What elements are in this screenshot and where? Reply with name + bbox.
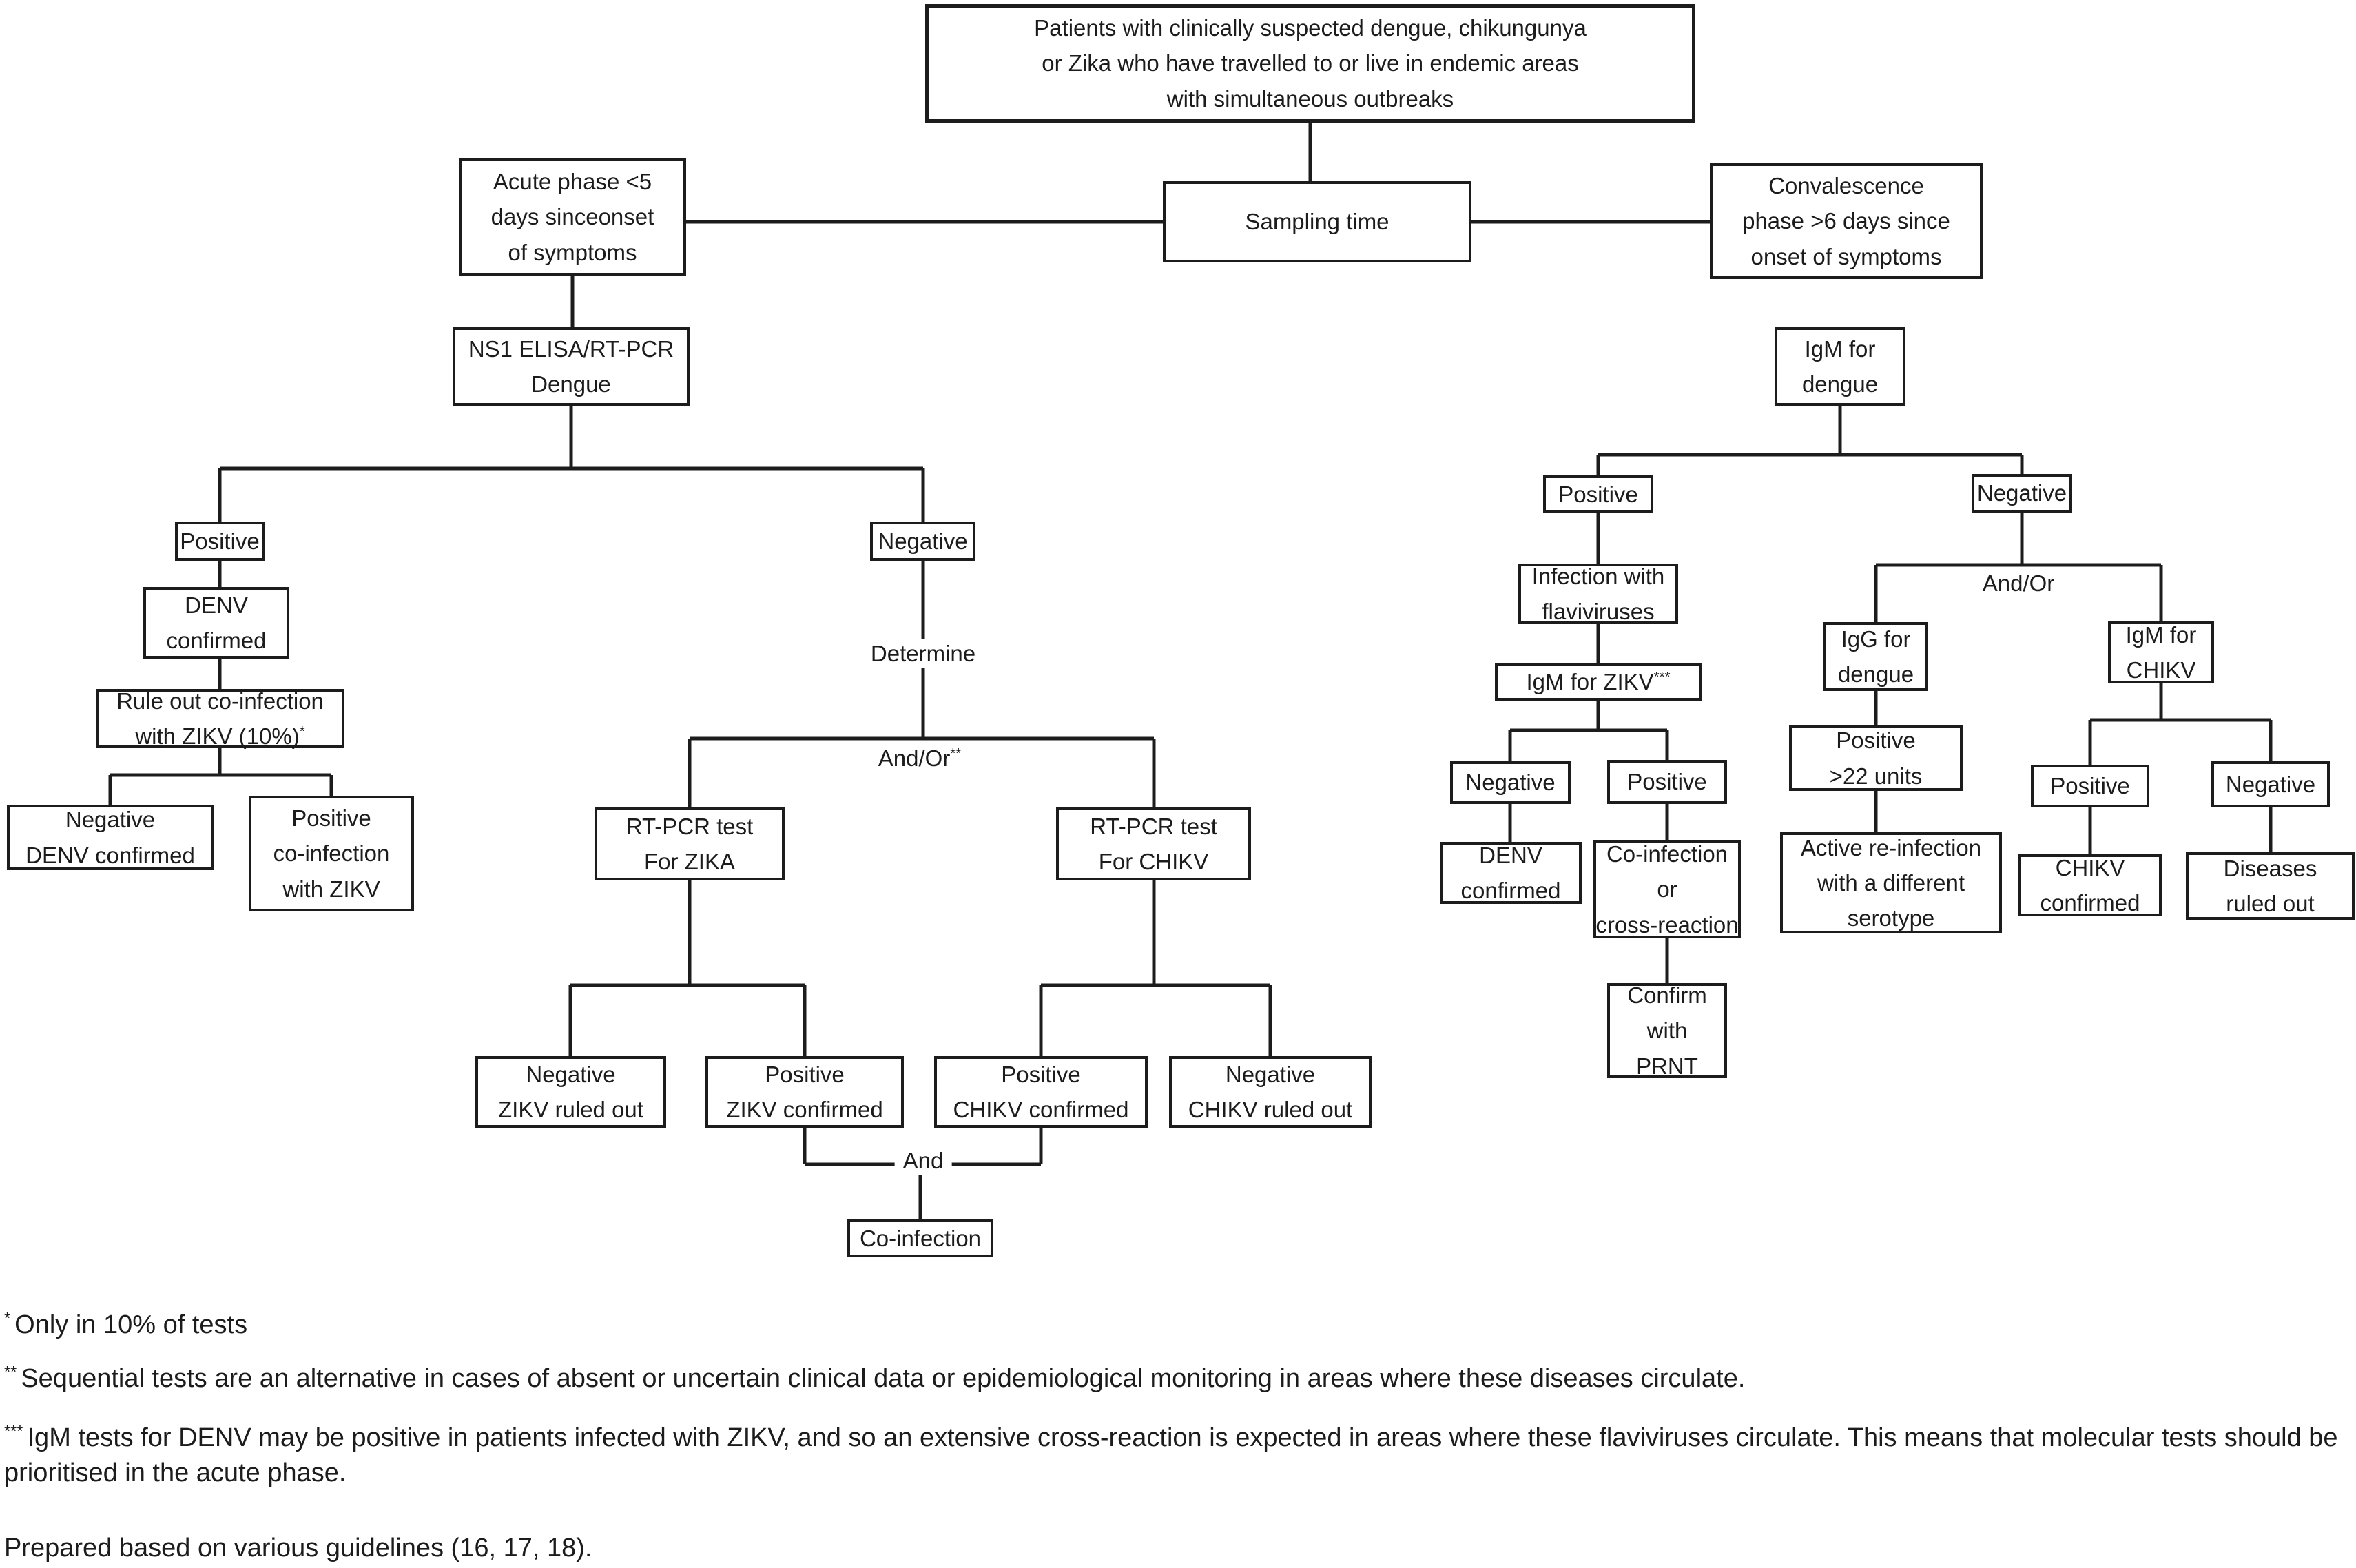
node-positive-coinfection-zikv: Positive co-infection with ZIKV	[249, 796, 414, 911]
node-positive-ns1: Positive	[175, 522, 265, 561]
node-igg-for-dengue: IgG for dengue	[1823, 622, 1928, 691]
footnote-double-asterisk: **Sequential tests are an alternative in…	[4, 1363, 1746, 1393]
node-convalescence-phase: Convalescence phase >6 days since onset …	[1710, 163, 1983, 279]
node-denv-confirmed-convalescent: DENV confirmed	[1440, 842, 1582, 904]
node-negative-denv-confirmed: Negative DENV confirmed	[7, 805, 214, 870]
node-rule-out-coinfection: Rule out co-infection with ZIKV (10%)*	[96, 688, 344, 749]
node-positive-chikv-confirmed: Positive CHIKV confirmed	[934, 1056, 1148, 1128]
node-positive-igm-dengue: Positive	[1543, 475, 1653, 513]
asterisk-marker: *	[299, 723, 305, 739]
node-positive-zikv-confirmed: Positive ZIKV confirmed	[705, 1056, 904, 1128]
node-diseases-ruled-out: Diseases ruled out	[2186, 852, 2355, 920]
edge-label-and-or-convalescent: And/Or	[1982, 570, 2055, 596]
node-ns1-elisa-rtpcr: NS1 ELISA/RT-PCR Dengue	[453, 327, 690, 406]
node-negative-igm-dengue: Negative	[1972, 474, 2072, 513]
node-positive-igm-zikv: Positive	[1607, 760, 1727, 804]
node-sampling-time: Sampling time	[1163, 181, 1471, 262]
node-infection-flaviviruses: Infection with flaviviruses	[1518, 564, 1678, 624]
node-chikv-confirmed: CHIKV confirmed	[2018, 854, 2162, 916]
node-igm-for-chikv: IgM for CHIKV	[2108, 621, 2214, 683]
double-asterisk-marker: **	[950, 745, 962, 761]
node-negative-ns1: Negative	[870, 522, 975, 561]
footnote-prepared: Prepared based on various guidelines (16…	[4, 1534, 592, 1562]
double-asterisk-marker: **	[4, 1363, 17, 1381]
triple-asterisk-marker: ***	[4, 1422, 23, 1441]
footnote-triple-asterisk: ***IgM tests for DENV may be positive in…	[4, 1422, 2338, 1488]
edge-label-and-or-acute: And/Or**	[878, 745, 962, 771]
node-acute-phase: Acute phase <5 days sinceonset of sympto…	[459, 158, 686, 276]
node-negative-chikv-ruled-out: Negative CHIKV ruled out	[1169, 1056, 1372, 1128]
asterisk-marker: *	[4, 1309, 11, 1328]
triple-asterisk-marker: ***	[1653, 669, 1671, 685]
edge-label-and: And	[894, 1146, 952, 1175]
node-rtpcr-zika: RT-PCR test For ZIKA	[595, 807, 785, 880]
node-positive-igm-chikv: Positive	[2031, 765, 2149, 807]
node-rtpcr-chikv: RT-PCR test For CHIKV	[1056, 807, 1251, 880]
node-active-reinfection: Active re-infection with a different ser…	[1780, 832, 2002, 933]
node-negative-igm-zikv: Negative	[1450, 761, 1571, 804]
node-coinfection: Co-infection	[847, 1219, 993, 1257]
node-confirm-with-prnt: Confirm with PRNT	[1607, 982, 1727, 1079]
node-patients-suspected: Patients with clinically suspected dengu…	[925, 4, 1695, 123]
footnote-asterisk: *Only in 10% of tests	[4, 1309, 248, 1339]
node-denv-confirmed-acute: DENV confirmed	[143, 587, 289, 659]
node-igm-for-zikv: IgM for ZIKV***	[1495, 663, 1702, 701]
node-positive-igg-22units: Positive >22 units	[1789, 725, 1963, 791]
node-negative-zikv-ruled-out: Negative ZIKV ruled out	[475, 1056, 666, 1128]
node-igm-for-dengue: IgM for dengue	[1775, 327, 1905, 406]
node-negative-igm-chikv: Negative	[2211, 761, 2330, 807]
edge-label-determine: Determine	[862, 639, 984, 668]
node-coinfection-or-crossreaction: Co-infection or cross-reaction	[1593, 840, 1741, 938]
